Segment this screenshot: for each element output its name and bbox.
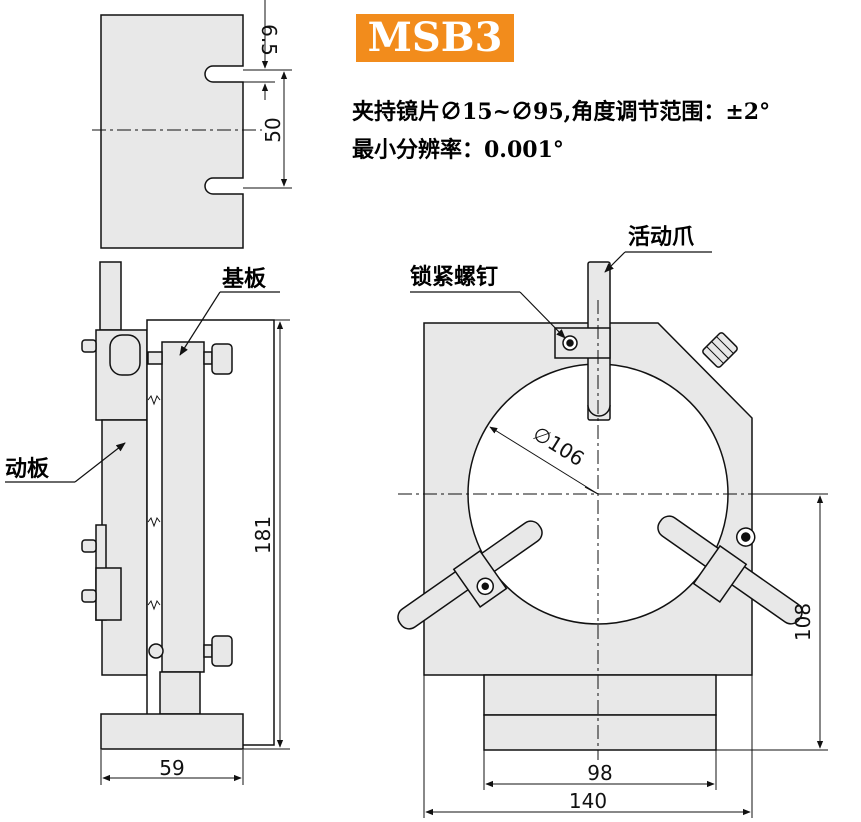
dim-total-width: 140: [569, 789, 607, 813]
top-view-plate: [100, 14, 244, 249]
label-lock-screw: 锁紧螺钉: [410, 264, 498, 290]
dim-side-height: 181: [251, 516, 275, 554]
front-view: [397, 251, 828, 818]
moving-plate: [101, 419, 148, 676]
model-badge: MSB3: [356, 14, 514, 62]
spec-line-1: 夹持镜片∅15~∅95,角度调节范围：±2°: [352, 99, 771, 125]
dim-slot-spacing: 50: [261, 117, 285, 142]
top-view: [92, 0, 292, 249]
label-movable-jaw: 活动爪: [628, 224, 695, 250]
dim-center-height: 108: [791, 603, 815, 641]
side-view: [5, 261, 290, 785]
spec-line-2: 最小分辨率：0.001°: [352, 137, 564, 163]
dim-base-width: 98: [587, 761, 612, 785]
dim-slot-width: 6.5: [257, 24, 281, 56]
label-base-plate: 基板: [222, 266, 267, 292]
label-moving-plate: 动板: [5, 456, 50, 482]
base-plate: [161, 341, 205, 673]
dim-side-width: 59: [159, 756, 184, 780]
